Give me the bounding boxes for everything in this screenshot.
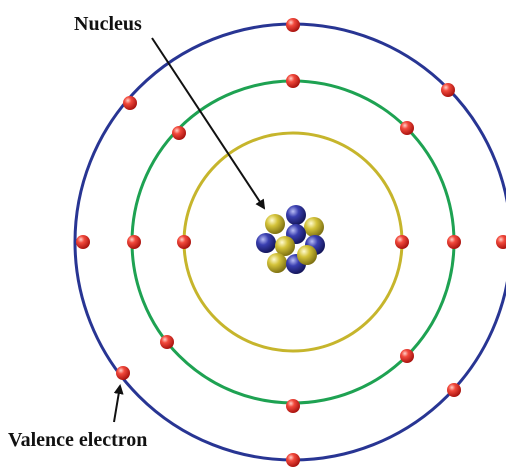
nucleus-arrow (152, 38, 264, 208)
proton (275, 236, 295, 256)
electron (496, 235, 506, 249)
electron (286, 74, 300, 88)
electron (286, 453, 300, 467)
proton (267, 253, 287, 273)
electron (76, 235, 90, 249)
electron (172, 126, 186, 140)
electron (447, 235, 461, 249)
valence-electron (116, 366, 130, 380)
valence-arrow (114, 386, 120, 422)
electron (177, 235, 191, 249)
electron (395, 235, 409, 249)
electron (160, 335, 174, 349)
valence-electron-label: Valence electron (8, 429, 147, 451)
neutron (256, 233, 276, 253)
proton (304, 217, 324, 237)
electron (286, 18, 300, 32)
nucleus-cluster (256, 205, 325, 274)
proton (297, 245, 317, 265)
electron (447, 383, 461, 397)
electron (286, 399, 300, 413)
neutron (286, 205, 306, 225)
electron (127, 235, 141, 249)
nucleus-label: Nucleus (74, 13, 142, 35)
electron (123, 96, 137, 110)
electron (441, 83, 455, 97)
proton (265, 214, 285, 234)
electron (400, 121, 414, 135)
electron (400, 349, 414, 363)
